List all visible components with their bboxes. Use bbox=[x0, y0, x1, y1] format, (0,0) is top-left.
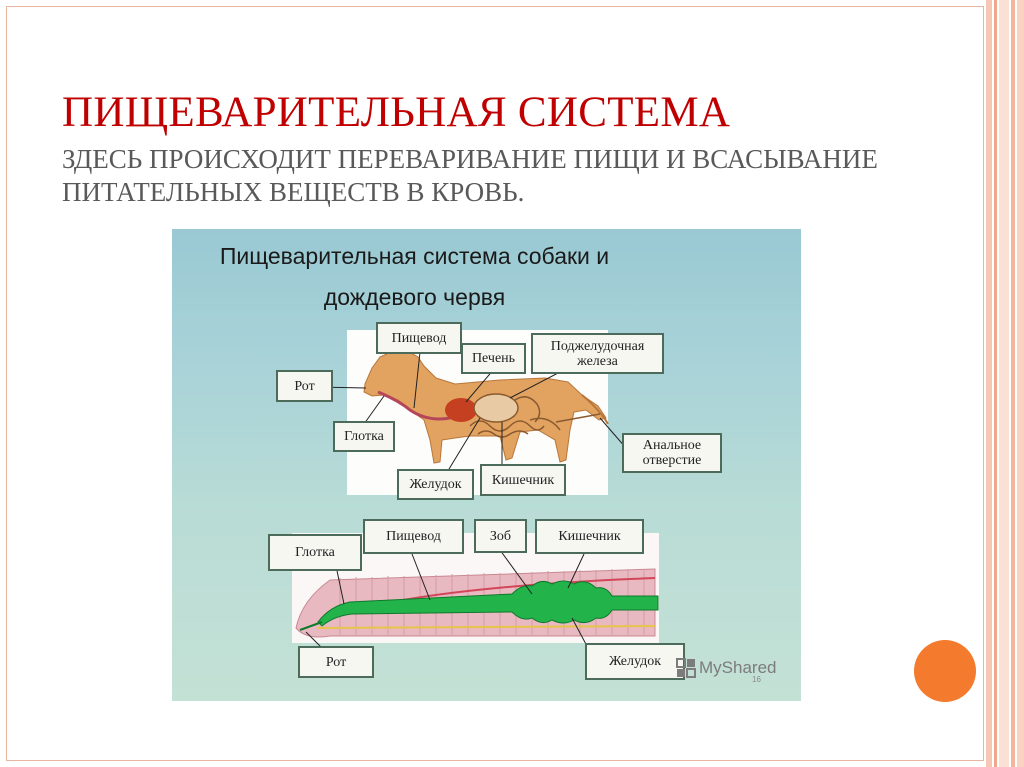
dog-label-stomach: Желудок bbox=[397, 469, 474, 500]
dog-label-intestine: Кишечник bbox=[480, 464, 566, 496]
dog-label-pancreas-line1: Поджелудочная bbox=[550, 338, 645, 354]
figure-title: Пищеварительная система собаки и дождево… bbox=[219, 243, 610, 310]
slide-subtitle: ЗДЕСЬ ПРОИСХОДИТ ПЕРЕВАРИВАНИЕ ПИЩИ И ВС… bbox=[62, 144, 878, 207]
worm-mouth-tip bbox=[299, 621, 323, 631]
worm-label-intestine: Кишечник bbox=[535, 519, 644, 554]
orange-circle-decoration bbox=[914, 640, 976, 702]
dog-label-anal-line1: Анальное bbox=[642, 438, 702, 453]
slide-frame bbox=[6, 6, 984, 761]
dog-stomach bbox=[473, 393, 519, 423]
dog-label-esophagus: Пищевод bbox=[376, 322, 462, 354]
worm-label-pharynx: Глотка bbox=[268, 534, 362, 571]
dog-label-pancreas-line2: железа bbox=[577, 353, 618, 369]
decorative-stripes bbox=[986, 0, 1024, 767]
slide-title: ПИЩЕВАРИТЕЛЬНАЯ СИСТЕМА bbox=[62, 89, 731, 136]
myshared-logo-icon bbox=[676, 658, 696, 678]
page-number: 16 bbox=[752, 675, 761, 684]
watermark: MyShared bbox=[676, 658, 776, 678]
dog-label-anal-opening: Анальное отверстие bbox=[622, 433, 722, 473]
dog-label-mouth: Рот bbox=[276, 370, 333, 402]
watermark-text: MyShared bbox=[699, 658, 777, 677]
worm-label-esophagus: Пищевод bbox=[363, 519, 464, 554]
worm-illustration bbox=[295, 568, 659, 638]
dog-label-liver: Печень bbox=[461, 343, 526, 374]
worm-nerve-cord bbox=[317, 625, 656, 629]
dog-rectum bbox=[555, 413, 601, 423]
worm-gut bbox=[317, 580, 659, 627]
dog-label-anal-line2: отверстие bbox=[642, 453, 702, 468]
worm-label-stomach: Желудок bbox=[585, 643, 685, 680]
dog-label-pancreas: Поджелудочная железа bbox=[531, 333, 664, 374]
dog-tail bbox=[581, 394, 609, 425]
dog-label-pharynx: Глотка bbox=[333, 421, 395, 452]
dog-esophagus-tube bbox=[377, 390, 451, 421]
worm-label-mouth: Рот bbox=[298, 646, 374, 678]
dog-liver bbox=[445, 398, 477, 422]
worm-label-crop: Зоб bbox=[474, 519, 527, 553]
